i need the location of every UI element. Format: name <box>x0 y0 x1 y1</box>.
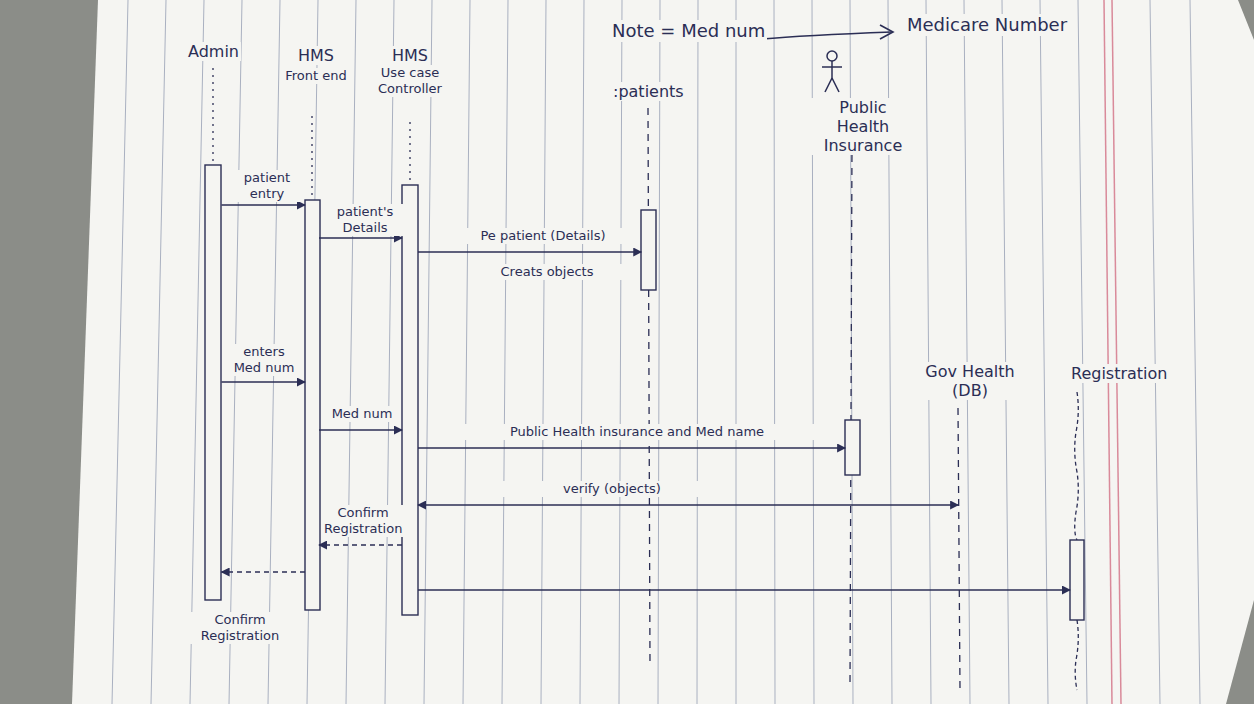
message-arrow <box>222 381 306 383</box>
note-arrow <box>752 25 893 40</box>
message-arrow <box>319 429 402 431</box>
margin-lines <box>1104 0 1121 704</box>
message-arrow <box>418 589 1070 591</box>
message-label: verify (objects) <box>500 481 724 497</box>
lifeline-header: Public Health Insurance <box>809 98 917 155</box>
message-label: Public Health insurance and Med name <box>440 424 834 440</box>
message-label: patient entry <box>232 170 302 202</box>
lifeline-header: Gov Health (DB) <box>911 362 1029 400</box>
message-arrow <box>418 251 641 253</box>
participant-role: Use case Controller <box>362 65 458 97</box>
message-label: Med num <box>324 406 400 422</box>
paper-sheet <box>72 0 1254 704</box>
activation-bars <box>205 165 1084 620</box>
message-note: Creats objects <box>470 264 624 280</box>
ruling-lines <box>112 0 1200 704</box>
lifeline-header: HMSUse case Controller <box>362 46 458 97</box>
message-arrow <box>418 504 958 506</box>
message-label: Confirm Registration <box>182 612 298 644</box>
lifeline-header: Admin <box>186 42 241 61</box>
message-arrow <box>319 237 402 239</box>
participant-name: Public Health Insurance <box>809 98 917 155</box>
actor-symbol <box>822 51 842 92</box>
message-arrow <box>222 204 306 206</box>
message-label: Confirm Registration <box>322 505 404 537</box>
message-arrow <box>222 571 306 573</box>
lifeline-header: :patients <box>611 82 686 101</box>
participant-name: Admin <box>186 42 241 61</box>
lifeline-header: Registration <box>1069 364 1169 383</box>
message-arrow <box>418 447 845 449</box>
participant-name: Registration <box>1069 364 1169 383</box>
note-text: Medicare Number <box>905 14 1069 36</box>
note-text: Note = Med num <box>610 20 767 42</box>
lifeline-header: HMS Front end <box>276 46 356 84</box>
message-label: Pe patient (Details) <box>446 228 640 244</box>
message-arrow <box>319 544 402 546</box>
message-label: enters Med num <box>226 344 302 376</box>
participant-role: Front end <box>283 68 349 84</box>
lifelines <box>213 68 1078 690</box>
participant-name: :patients <box>611 82 686 101</box>
participant-name: HMS <box>390 46 430 65</box>
participant-name: Gov Health (DB) <box>911 362 1029 400</box>
message-label: patient's Details <box>326 204 404 236</box>
participant-name: HMS <box>296 46 336 65</box>
